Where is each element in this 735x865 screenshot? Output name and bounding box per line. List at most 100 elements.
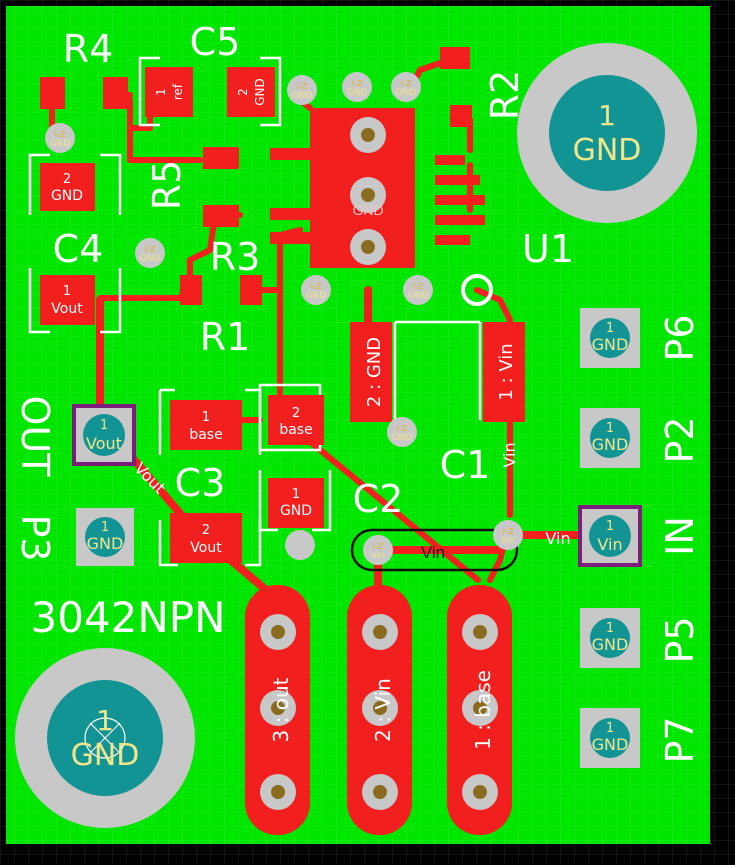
c4-pad-2 <box>40 163 95 211</box>
c2-pad-1-num: 1 <box>292 487 300 502</box>
designator-r5: R5 <box>145 160 189 211</box>
designator-c2: C2 <box>353 477 404 521</box>
u1-left-pin-1 <box>270 148 310 160</box>
via-vin-1-marker: I-Z <box>503 527 514 536</box>
r5-pad-1 <box>203 147 239 169</box>
c1-vin-trace-label: Vin <box>500 442 519 467</box>
c2-pad-2-num: 2 <box>292 406 300 421</box>
c2-pad-2-net: base <box>279 422 312 438</box>
out-num: 1 <box>100 418 108 433</box>
c1-pad-1 <box>483 322 525 422</box>
vias <box>45 72 523 565</box>
r3-pad-2 <box>240 275 262 305</box>
u1-right-pin-5 <box>435 235 470 245</box>
via-gnd-1-marker: I-Z <box>352 79 363 88</box>
via-gnd-4-marker: I-Z <box>145 245 156 254</box>
r5-pad-2 <box>203 205 239 227</box>
c3-pad-1-net: base <box>189 427 222 443</box>
designators: R4 C5 R2 R5 C4 R3 R1 U1 C1 C2 C3 P6 P2 I… <box>13 20 702 764</box>
designator-c5: C5 <box>190 20 241 64</box>
c2-pad-1 <box>268 478 324 528</box>
c5-pad-1-num: 1 <box>154 88 168 96</box>
u1-right-pin-3 <box>435 195 485 205</box>
connector-out: 1 Vout <box>72 404 136 466</box>
out-net: Vout <box>86 434 122 453</box>
via-gnd-5-net: GND <box>306 291 327 301</box>
p3-num: 1 <box>101 520 109 535</box>
u1-right-pin-2 <box>435 175 480 185</box>
c5-pad-1 <box>145 67 193 117</box>
mount-hole-2-net: GND <box>71 738 140 773</box>
c1-gnd-label: 2 : GND <box>364 337 385 407</box>
in-net: Vin <box>597 535 622 554</box>
c1-pad-2 <box>350 322 392 422</box>
designator-c3: C3 <box>175 461 226 505</box>
u1-left-pin-2 <box>270 208 310 220</box>
via-gnd-6-net: GND <box>408 291 429 301</box>
c5-pad-2-num: 2 <box>236 88 250 96</box>
r3-pad-1 <box>180 275 202 305</box>
designator-r4: R4 <box>63 27 114 71</box>
via-gnd-0-marker: I-Z <box>297 82 308 91</box>
c5-pad-2 <box>227 67 275 117</box>
vin-trace-right-label: Vin <box>545 529 570 548</box>
c5-pad-1-net: ref <box>171 83 185 100</box>
via-gnd-3-marker: I-Z <box>55 130 66 139</box>
u1-holes <box>350 117 386 265</box>
r4-pad-2 <box>103 77 128 109</box>
connector-p7: 1 GND <box>580 708 640 768</box>
c3-pad-2 <box>170 513 242 563</box>
designator-p3: P3 <box>13 514 57 561</box>
via-gnd-7-marker: I-Z <box>397 424 408 433</box>
c4-pad-1 <box>40 275 95 325</box>
via-gnd-2-net: GND <box>396 88 417 98</box>
designator-u1: U1 <box>522 227 574 271</box>
connector-p3: 1 GND <box>76 508 134 566</box>
c4-pad-1-num: 1 <box>63 284 71 299</box>
via-gnd-6-marker: I-Z <box>413 282 424 291</box>
r2-pad-1 <box>440 47 470 69</box>
via-vin-0-net: Vin <box>371 551 385 561</box>
u1-right-pin-4 <box>435 215 485 225</box>
vin-trace-label: Vin <box>421 543 445 562</box>
pad-labels: 1 ref 2 GND 2 GND 1 Vout 1 base 2 Vout 2… <box>51 78 571 750</box>
designator-c4: C4 <box>53 227 104 271</box>
designator-in: IN <box>658 516 702 556</box>
c1-vin-label: 1 : Vin <box>496 343 517 400</box>
c4-pad-2-num: 2 <box>63 172 71 187</box>
via-gnd-7-net: GND <box>392 433 413 443</box>
in-num: 1 <box>606 519 614 534</box>
designator-r3: R3 <box>210 235 261 279</box>
designator-part: 3042NPN <box>30 593 225 642</box>
mount-hole-bottom-left: 1 GND <box>15 648 195 828</box>
r4-pad-1 <box>40 77 65 109</box>
mount-hole-2-num: 1 <box>96 704 114 737</box>
u1-gnd-label: GND <box>352 202 383 218</box>
mount-hole-1-num: 1 <box>598 99 616 132</box>
via-vin-0-marker: I-Z <box>373 542 384 551</box>
via-gnd-3-net: GND <box>50 139 71 149</box>
c3-pad-1 <box>170 400 242 450</box>
r2-pad-2 <box>450 105 472 127</box>
designator-p6: P6 <box>658 314 702 361</box>
via-gnd-4-net: GND <box>140 254 161 264</box>
p7-net: GND <box>592 735 629 754</box>
c5-pad-2-net: GND <box>253 78 267 106</box>
c2-pad-1-net: GND <box>280 503 312 519</box>
designator-p2: P2 <box>658 416 702 463</box>
via-gnd-2-marker: I-Z <box>401 79 412 88</box>
c2-pad-2 <box>268 395 324 445</box>
designator-p5: P5 <box>658 616 702 663</box>
c3-pad-1-num: 1 <box>202 410 210 425</box>
c3-pad-2-net: Vout <box>190 540 222 556</box>
mount-hole-top-right: 1 GND <box>517 43 697 223</box>
u1-left-pin-3 <box>270 232 310 244</box>
via-gnd-0-net: GND <box>292 91 313 101</box>
p3-net: GND <box>87 534 124 553</box>
via-gnd-5-marker: I-Z <box>311 282 322 291</box>
q-pin-1-label: 1 : base <box>471 670 495 750</box>
connector-p2: 1 GND <box>580 408 640 468</box>
connector-p5: 1 GND <box>580 608 640 668</box>
c4-pad-2-net: GND <box>51 188 83 204</box>
